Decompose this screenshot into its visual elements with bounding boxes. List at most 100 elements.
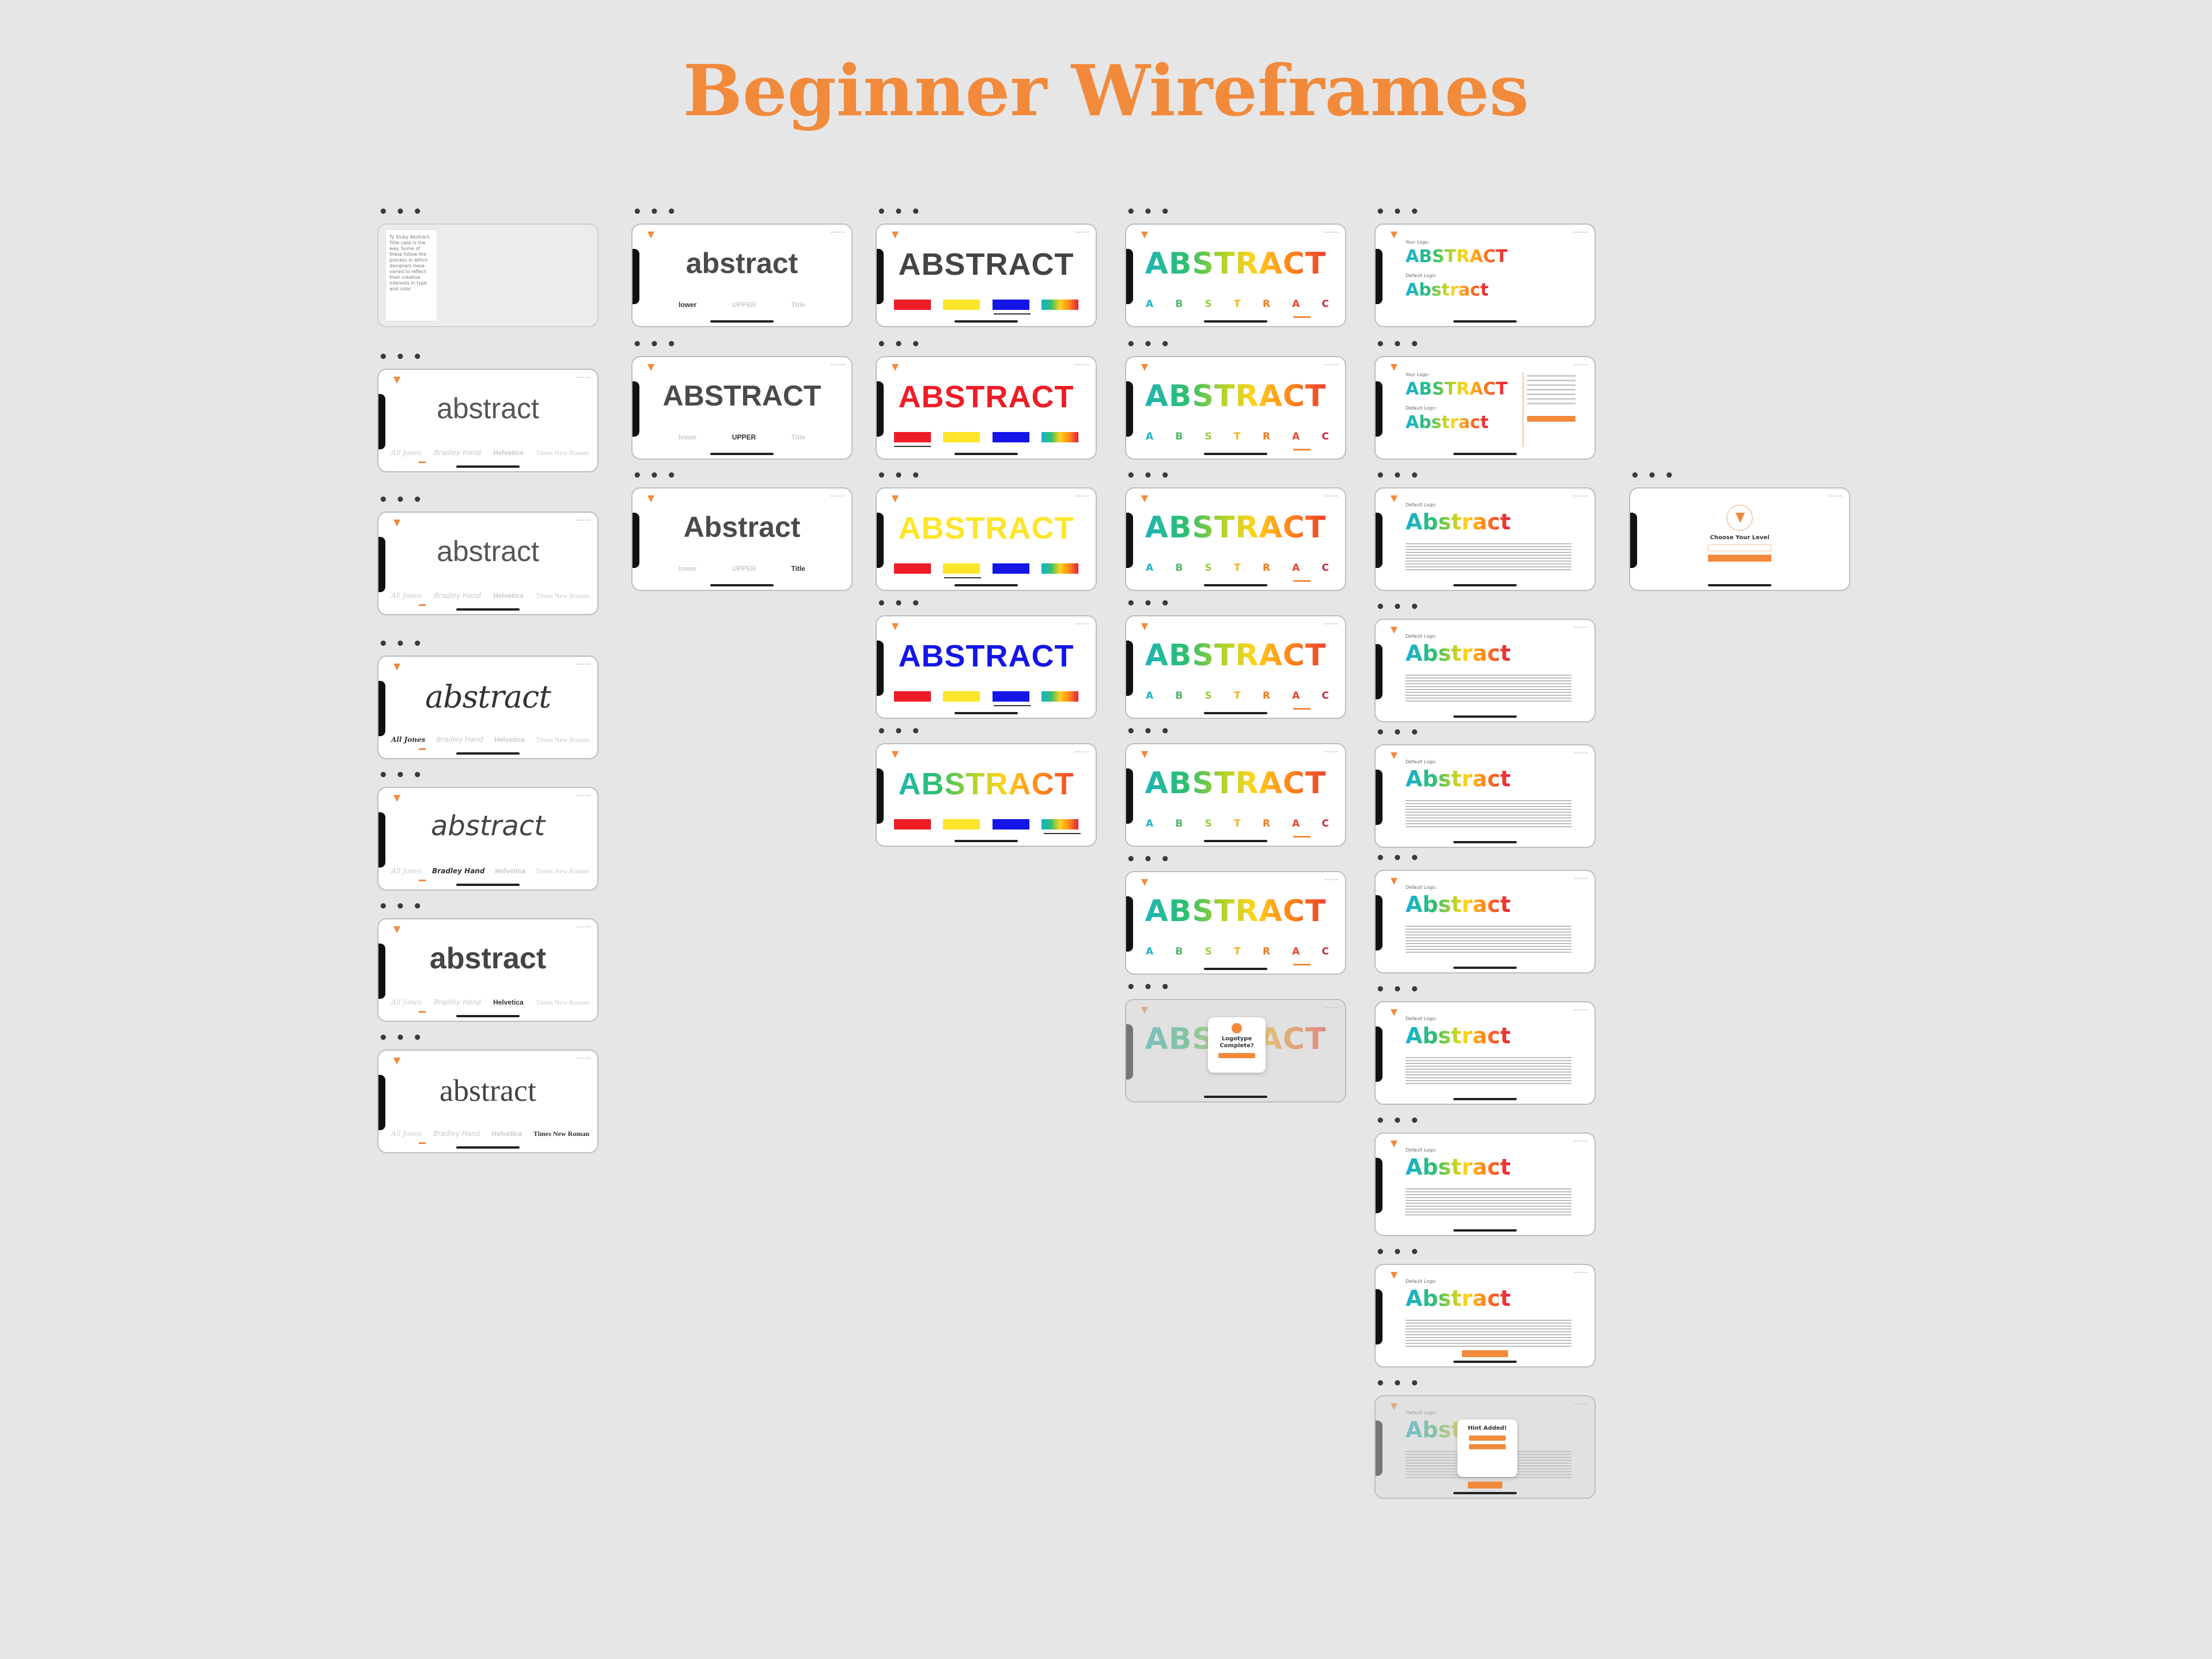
font-option-1[interactable]: All Jones — [391, 1130, 422, 1138]
glyph-option[interactable]: C — [1321, 431, 1329, 442]
color-swatch[interactable] — [1041, 819, 1078, 830]
frame-menu[interactable]: • • • — [877, 467, 922, 484]
level-beginner-button[interactable] — [1708, 544, 1771, 551]
font-option-3[interactable]: Helvetica — [493, 998, 524, 1006]
font-option-3[interactable]: Helvetica — [495, 867, 526, 875]
glyph-option[interactable]: C — [1321, 818, 1329, 830]
continue-button[interactable] — [1469, 1444, 1506, 1449]
glyph-option[interactable]: A — [1146, 431, 1154, 442]
artboard-review-9[interactable]: • • •Default Logo:Abstract — [1374, 1245, 1596, 1368]
artboard-color-4[interactable]: • • •ABSTRACT — [876, 596, 1097, 719]
glyph-option[interactable]: R — [1262, 818, 1270, 830]
artboard-font-5[interactable]: • • • abstract All Jones Bradley Hand He… — [377, 899, 599, 1022]
color-swatch[interactable] — [1041, 563, 1078, 574]
artboard-review-7[interactable]: • • •Default Logo:Abstract — [1374, 982, 1596, 1105]
color-swatch[interactable] — [992, 300, 1029, 310]
glyph-option[interactable]: S — [1205, 946, 1212, 957]
frame-menu[interactable]: • • • — [1126, 203, 1171, 221]
frame-menu[interactable]: • • • — [632, 203, 677, 221]
level-intermediate-button[interactable] — [1708, 555, 1771, 562]
color-swatch[interactable] — [1041, 432, 1078, 442]
case-option-lower[interactable]: lower — [679, 301, 697, 309]
glyph-option[interactable]: T — [1234, 431, 1241, 442]
color-swatch[interactable] — [943, 819, 980, 830]
glyph-option[interactable]: C — [1321, 298, 1329, 310]
back-tick[interactable] — [419, 880, 426, 881]
font-option-2[interactable]: Bradley Hand — [434, 449, 481, 457]
back-tick[interactable] — [419, 1011, 426, 1013]
frame-menu[interactable]: • • • — [877, 723, 922, 740]
glyph-option[interactable]: S — [1205, 818, 1212, 830]
confirm-button[interactable] — [1218, 1053, 1255, 1058]
font-option-1[interactable]: All Jones — [391, 867, 422, 875]
view-hint-button[interactable] — [1469, 1435, 1506, 1441]
frame-menu[interactable]: • • • — [378, 767, 423, 784]
frame-menu[interactable]: • • • — [877, 595, 922, 612]
glyph-option[interactable]: C — [1321, 946, 1329, 957]
artboard-font-3[interactable]: • • • abstract All Jones Bradley Hand He… — [377, 637, 599, 759]
case-option-title[interactable]: Title — [791, 565, 805, 573]
frame-menu[interactable]: • • • — [378, 635, 423, 653]
glyph-option[interactable]: T — [1234, 298, 1241, 310]
artboard-font-1[interactable]: • • • abstract All Jones Bradley Hand He… — [377, 350, 599, 472]
done-tick[interactable] — [1293, 316, 1310, 318]
frame-menu[interactable]: • • • — [1376, 599, 1421, 616]
glyph-option[interactable]: A — [1292, 562, 1300, 574]
glyph-option[interactable]: B — [1175, 946, 1183, 957]
hint-button[interactable] — [1527, 416, 1575, 422]
artboard-font-2[interactable]: • • • abstract All Jones Bradley Hand He… — [377, 493, 599, 615]
font-option-2[interactable]: Bradley Hand — [434, 592, 481, 600]
glyph-option[interactable]: T — [1234, 562, 1241, 574]
frame-menu[interactable]: • • • — [1126, 336, 1171, 353]
artboard-case-1[interactable]: • • • abstract lower UPPER Title — [631, 204, 853, 327]
case-option-lower[interactable]: lower — [679, 433, 697, 441]
font-option-3[interactable]: Helvetica — [493, 449, 524, 457]
frame-menu[interactable]: • • • — [378, 349, 423, 366]
frame-menu[interactable]: • • • — [1376, 724, 1421, 741]
glyph-option[interactable]: R — [1262, 562, 1270, 574]
artboard-review-10[interactable]: • • •Default Logo:AbstractHint Added! — [1374, 1376, 1596, 1499]
glyph-option[interactable]: R — [1262, 431, 1270, 442]
done-tick[interactable] — [1293, 580, 1310, 582]
font-option-2[interactable]: Bradley Hand — [433, 1130, 480, 1138]
font-option-4[interactable]: Times New Roman — [536, 998, 589, 1006]
frame-menu[interactable]: • • • — [1376, 1244, 1421, 1261]
glyph-option[interactable]: S — [1205, 298, 1212, 310]
artboard-font-6[interactable]: • • • abstract All Jones Bradley Hand He… — [377, 1031, 599, 1153]
artboard-font-4[interactable]: • • • abstract All Jones Bradley Hand He… — [377, 768, 599, 891]
font-option-3[interactable]: Helvetica — [491, 1130, 522, 1138]
artboard-review-8[interactable]: • • •Default Logo:Abstract — [1374, 1113, 1596, 1236]
frame-menu[interactable]: • • • — [378, 898, 423, 915]
glyph-option[interactable]: B — [1175, 690, 1183, 702]
artboard-review-4[interactable]: • • •Default Logo:Abstract — [1374, 600, 1596, 722]
glyph-option[interactable]: C — [1321, 562, 1329, 574]
frame-menu[interactable]: • • • — [1376, 1112, 1421, 1130]
back-tick[interactable] — [419, 748, 426, 750]
frame-menu[interactable]: • • • — [378, 1029, 423, 1047]
font-option-4[interactable]: Times New Roman — [536, 592, 589, 600]
finish-button[interactable] — [1468, 1482, 1502, 1488]
glyph-option[interactable]: B — [1175, 562, 1183, 574]
artboard-logotype-complete[interactable]: • • •ABSTRACTLogotype Complete? — [1125, 980, 1346, 1103]
frame-menu[interactable]: • • • — [877, 336, 922, 353]
frame-menu[interactable]: • • • — [1126, 467, 1171, 484]
color-swatch[interactable] — [894, 300, 931, 310]
done-tick[interactable] — [1293, 708, 1310, 710]
frame-menu[interactable]: • • • — [877, 203, 922, 221]
font-option-4[interactable]: Times New Roman — [536, 867, 589, 875]
color-swatch[interactable] — [943, 432, 980, 442]
finish-button[interactable] — [1462, 1350, 1508, 1357]
done-tick[interactable] — [1293, 964, 1310, 965]
glyph-option[interactable]: R — [1262, 946, 1270, 957]
frame-menu[interactable]: • • • — [632, 467, 677, 484]
color-swatch[interactable] — [1041, 691, 1078, 702]
frame-menu[interactable]: • • • — [1630, 467, 1675, 484]
glyph-option[interactable]: T — [1234, 946, 1241, 957]
glyph-option[interactable]: A — [1292, 298, 1300, 310]
font-option-2[interactable]: Bradley Hand — [432, 867, 485, 875]
color-swatch[interactable] — [894, 819, 931, 830]
frame-menu[interactable]: • • • — [1126, 723, 1171, 740]
